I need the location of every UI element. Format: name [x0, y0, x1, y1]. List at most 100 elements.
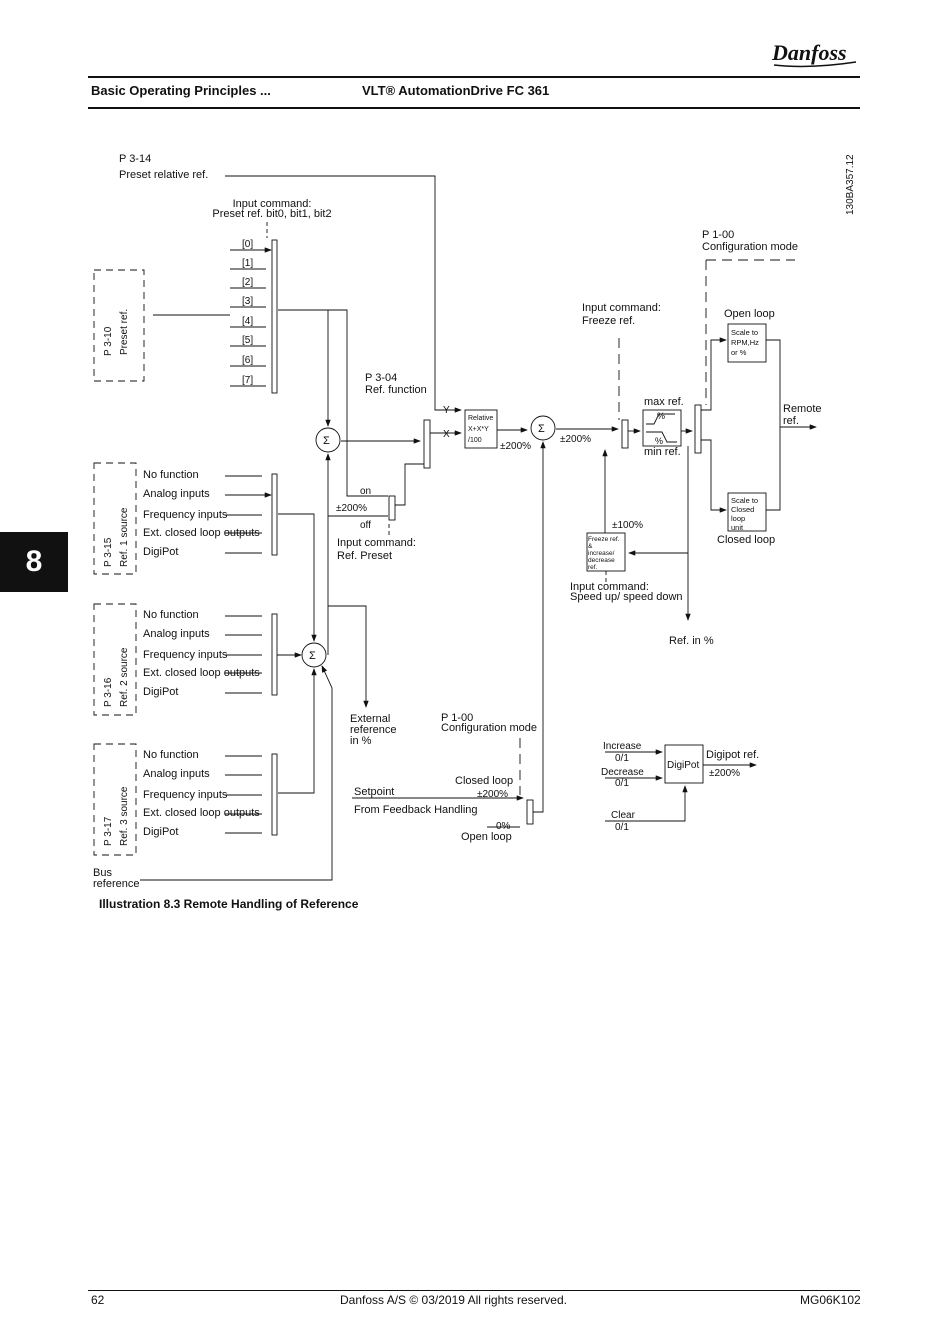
freeze-block-line: ref. — [588, 564, 598, 571]
pct-symbol: % — [655, 436, 663, 446]
source-item: Frequency inputs — [143, 509, 228, 521]
danfoss-logo: Danfoss — [771, 40, 857, 68]
header-product-title: VLT® AutomationDrive FC 361 — [362, 83, 550, 98]
source-item: No function — [143, 469, 199, 481]
preset-relative-param: P 3-14 — [119, 153, 151, 165]
source-item: DigiPot — [143, 826, 178, 838]
ref1-param: P 3-15 — [103, 537, 114, 567]
external-ref-label: External — [350, 713, 390, 725]
external-ref-label: in % — [350, 735, 372, 747]
remote-ref-label: Remote — [783, 403, 822, 415]
scale-closed-line: unit — [731, 523, 744, 532]
external-ref-label: reference — [350, 724, 396, 736]
illustration-caption: Illustration 8.3 Remote Handling of Refe… — [99, 897, 359, 911]
ref2-param: P 3-16 — [103, 677, 114, 707]
footer-copyright: Danfoss A/S © 03/2019 All rights reserve… — [340, 1293, 567, 1307]
page-number: 62 — [91, 1293, 105, 1307]
source-item: Ext. closed loop outputs — [143, 667, 260, 679]
sum-symbol: Σ — [538, 423, 545, 435]
source-item: Analog inputs — [143, 488, 210, 500]
preset-relative-label: Preset relative ref. — [119, 169, 208, 181]
pct100-label: ±100% — [612, 520, 643, 531]
source-item: Analog inputs — [143, 768, 210, 780]
closed-loop-label: Closed loop — [717, 534, 775, 546]
x-input-label: X — [443, 429, 450, 440]
freeze-block-line: & — [588, 543, 593, 550]
source-item: DigiPot — [143, 686, 178, 698]
max-ref-label: max ref. — [644, 396, 684, 408]
scale-rpm-line: RPM,Hz — [731, 338, 759, 347]
scale-closed-line: Closed — [731, 505, 754, 514]
sum-symbol: Σ — [323, 435, 330, 447]
footer-rule — [88, 1290, 860, 1291]
digipot-clear-label: Clear — [611, 810, 636, 821]
config-mode-bottom-label: Configuration mode — [441, 722, 537, 734]
ref-in-pct-label: Ref. in % — [669, 635, 714, 647]
preset-ref-label: Preset ref. — [119, 309, 130, 355]
digipot-output-label: Digipot ref. — [706, 749, 759, 761]
input-cmd-ref-preset-label: Input command: — [337, 537, 416, 549]
relative-block-line: /100 — [468, 437, 482, 444]
ref-function-param: P 3-04 — [365, 372, 397, 384]
off-label: off — [360, 520, 371, 531]
footer-doc-code: MG06K102 — [800, 1293, 861, 1307]
scale-rpm-line: or % — [731, 348, 747, 357]
bus-reference-label: reference — [93, 878, 139, 890]
input-cmd-speed-label: Input command: — [570, 581, 649, 593]
bus-reference-label: Bus — [93, 867, 112, 879]
digipot-decrease-label: Decrease — [601, 767, 644, 778]
config-mode-bottom-param: P 1-00 — [441, 712, 473, 724]
preset-slot: [6] — [242, 355, 253, 366]
header-section-title: Basic Operating Principles ... — [91, 83, 271, 98]
config-mode-param: P 1-00 — [702, 229, 734, 241]
digipot-increase-value: 0/1 — [615, 753, 629, 764]
open-loop-label: Open loop — [724, 308, 775, 320]
config-mode-label: Configuration mode — [702, 241, 798, 253]
digipot-block-label: DigiPot — [667, 760, 699, 771]
header-bottom-rule — [88, 107, 860, 109]
sum-symbol: Σ — [309, 650, 316, 662]
preset-slot: [5] — [242, 335, 253, 346]
ref-function-label: Ref. function — [365, 384, 427, 396]
freeze-block-line: Freeze ref. — [588, 536, 620, 543]
ref3-param: P 3-17 — [103, 816, 114, 846]
source-item: Frequency inputs — [143, 789, 228, 801]
preset-ref-param: P 3-10 — [103, 326, 114, 356]
digipot-increase-label: Increase — [603, 741, 642, 752]
pct200-after-sum: ±200% — [560, 434, 591, 445]
preset-slot: [1] — [242, 258, 253, 269]
source-item: Ext. closed loop outputs — [143, 807, 260, 819]
input-cmd-preset-bits: Preset ref. bit0, bit1, bit2 — [212, 208, 331, 220]
source-item: Ext. closed loop outputs — [143, 527, 260, 539]
remote-ref-label: ref. — [783, 415, 799, 427]
zero-pct-label: 0% — [496, 821, 511, 832]
input-cmd-preset-label: Input command: — [233, 198, 312, 210]
y-input-label: Y — [443, 405, 450, 416]
pct-symbol: % — [657, 411, 665, 421]
relative-block-line: Relative — [468, 415, 493, 422]
source-item: Analog inputs — [143, 628, 210, 640]
preset-slot: [0] — [242, 239, 253, 250]
digipot-decrease-value: 0/1 — [615, 778, 629, 789]
input-cmd-freeze-value: Freeze ref. — [582, 315, 635, 327]
preset-slot: [3] — [242, 296, 253, 307]
scale-closed-line: Scale to — [731, 496, 758, 505]
source-item: Frequency inputs — [143, 649, 228, 661]
source-item: DigiPot — [143, 546, 178, 558]
input-cmd-freeze-label: Input command: — [582, 302, 661, 314]
relative-block-line: X+X*Y — [468, 426, 489, 433]
ref1-label: Ref. 1 source — [119, 507, 130, 567]
on-label: on — [360, 486, 371, 497]
min-ref-label: min ref. — [644, 446, 681, 458]
pct200-preset: ±200% — [336, 503, 367, 514]
input-cmd-ref-preset-value: Ref. Preset — [337, 550, 392, 562]
freeze-block-line: decrease — [588, 557, 615, 564]
from-feedback-label: From Feedback Handling — [354, 804, 478, 816]
preset-slot: [4] — [242, 316, 253, 327]
input-cmd-speed-value: Speed up/ speed down — [570, 591, 683, 603]
logo-text: Danfoss — [771, 40, 847, 65]
header-top-rule — [88, 76, 860, 78]
preset-slot: [7] — [242, 375, 253, 386]
source-item: No function — [143, 749, 199, 761]
preset-slot: [2] — [242, 277, 253, 288]
